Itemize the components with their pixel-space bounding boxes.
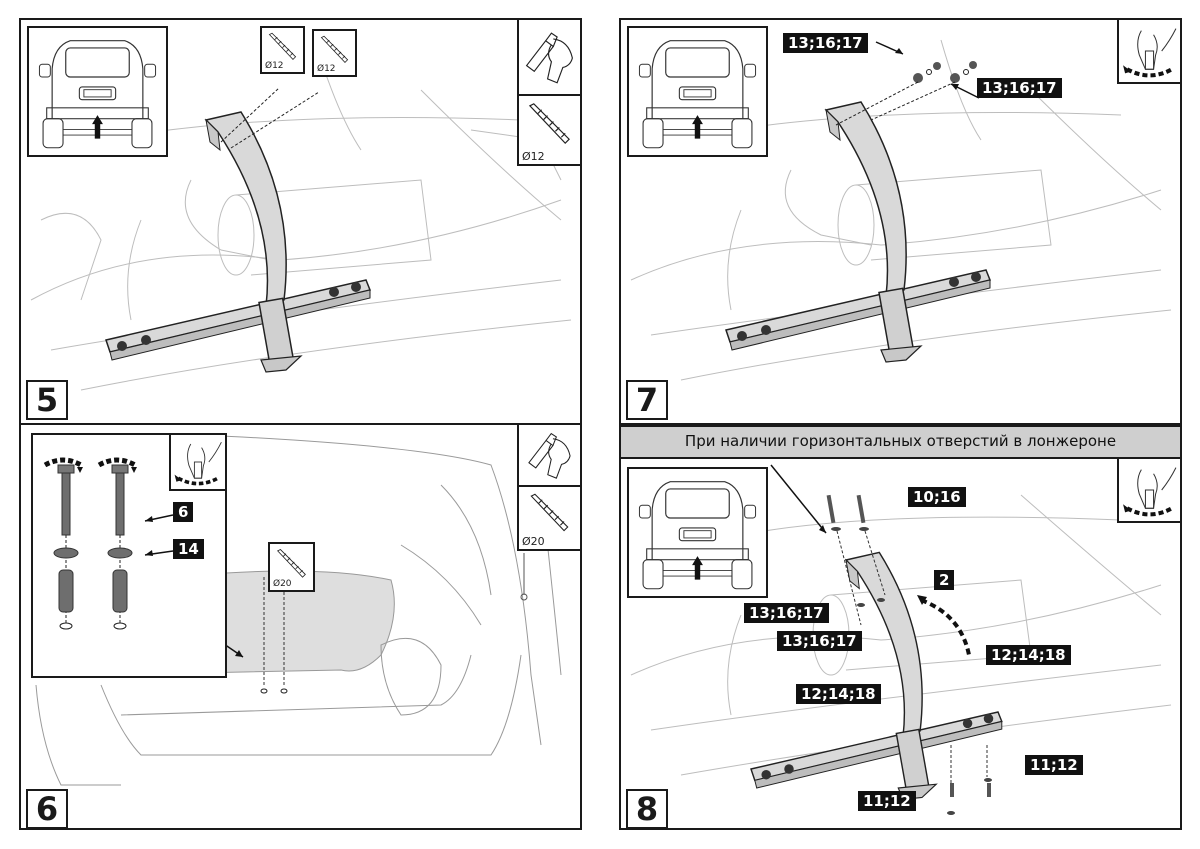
bolt-left [43,457,83,630]
drill-tool-box [517,425,580,487]
drill-bit-icon [277,549,306,578]
car-rear-view-icon [638,481,757,590]
wrench-tighten-icon [1119,20,1180,82]
tighten-tool-box [1117,457,1180,523]
part-label: 6 [173,502,194,522]
part-label: 10;16 [908,487,966,507]
tighten-tool-box [169,433,227,491]
part-label: 13;16;17 [744,603,829,623]
part-label: 13;16;17 [783,33,868,53]
step-number: 5 [26,380,68,420]
part-label: 14 [173,539,204,559]
part-label: 11;12 [858,791,916,811]
wrench-tighten-icon [172,440,224,486]
step-8-panel: При наличии горизонтальных отверстий в л… [619,423,1182,830]
bit-diameter: Ø12 [317,64,336,74]
car-rear-view-icon [38,40,157,149]
bit-diameter: Ø20 [522,535,545,548]
step-5-panel: Ø12 Ø12 Ø12 5 [19,18,582,425]
car-rear-view-icon [638,40,757,149]
car-rear-view-inset [27,26,168,157]
drill-bit-tool-box: Ø12 [517,94,580,166]
part-label: 13;16;17 [977,78,1062,98]
drill-bit-tool-box: Ø20 [517,485,580,551]
wrench-tighten-icon [1119,459,1180,521]
trunk-sketch [35,434,562,786]
step-number: 8 [626,789,668,828]
part-label: 12;14;18 [796,684,881,704]
drill-icon [526,32,573,84]
part-label: 12;14;18 [986,645,1071,665]
drill-tool-box [517,20,580,96]
car-rear-view-inset [627,26,768,157]
condition-banner: При наличии горизонтальных отверстий в л… [621,425,1180,459]
drill-icon [528,433,571,479]
drill-bit-icon [321,35,348,63]
bit-diameter: Ø20 [273,579,292,589]
bolt-right [97,457,137,630]
part-label: 11;12 [1025,755,1083,775]
drill-bit-callout: Ø20 [268,542,315,592]
bolt-assembly-diagram [43,457,174,630]
step-6-panel: 6 14 Ø20 Ø20 6 [19,423,582,830]
bit-diameter: Ø12 [265,61,284,71]
part-label: 2 [934,570,955,590]
drill-bit-callout: Ø12 [260,26,305,74]
part-label: 13;16;17 [777,631,862,651]
drill-bit-icon [530,493,569,532]
car-rear-view-inset [627,467,768,598]
step-number: 6 [26,789,68,828]
drill-bit-callout: Ø12 [312,29,357,77]
step-7-panel: 13;16;17 13;16;17 7 [619,18,1182,425]
drill-bit-icon [529,103,570,144]
step-number: 7 [626,380,668,420]
drill-bit-icon [269,32,296,60]
tighten-tool-box [1117,20,1180,84]
bit-diameter: Ø12 [522,150,545,163]
bolt-assembly-inset: 6 14 [31,433,227,678]
